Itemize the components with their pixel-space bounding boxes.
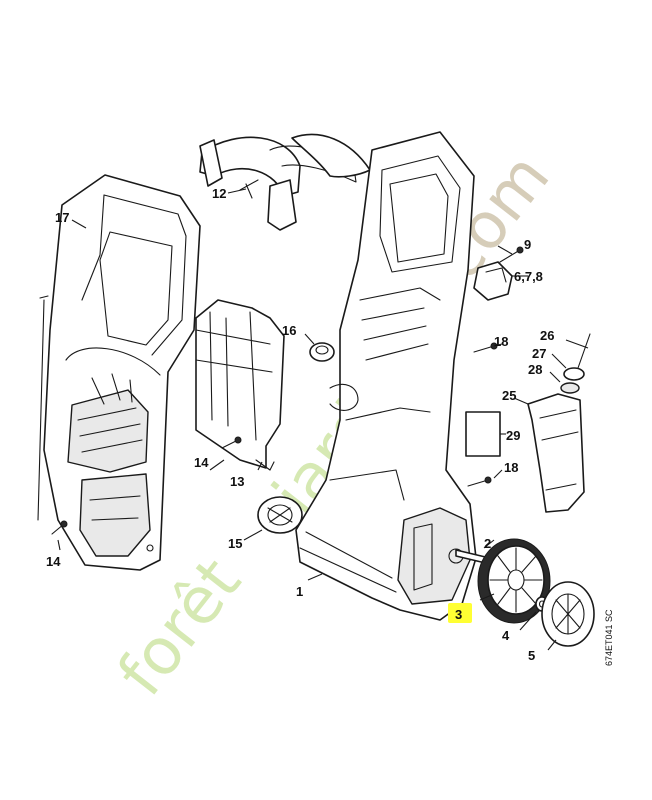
label-18-upper: 18	[494, 334, 508, 349]
part-25-detergent-tank	[513, 393, 585, 513]
label-17: 17	[55, 210, 69, 225]
label-14-left: 14	[46, 554, 61, 569]
part-13-inner-housing	[195, 299, 285, 471]
label-29: 29	[506, 428, 520, 443]
part-16-knob	[304, 333, 335, 362]
label-25: 25	[502, 388, 516, 403]
leader-lines	[57, 219, 528, 601]
part-17-front-cover	[37, 174, 201, 571]
part-14-screw-left	[51, 520, 68, 535]
label-9: 9	[524, 237, 531, 252]
part-15-wheel-small	[257, 496, 303, 534]
label-13: 13	[230, 474, 244, 489]
part-1-main-frame	[295, 131, 477, 621]
part-9-screw	[499, 246, 524, 263]
label-1: 1	[296, 584, 303, 599]
label-18-lower: 18	[504, 460, 518, 475]
label-5: 5	[528, 648, 535, 663]
part-18-screw-lower	[467, 476, 492, 487]
label-4: 4	[502, 628, 510, 643]
part-12-handle-clamp	[199, 133, 371, 231]
label-15: 15	[228, 536, 242, 551]
part-5-hub-cap	[541, 581, 595, 651]
highlight-box-part-3	[448, 603, 472, 623]
label-3: 3	[455, 607, 462, 622]
part-6-7-8-clip	[473, 261, 513, 301]
label-16: 16	[282, 323, 296, 338]
drawing-code: 674ET041 SC	[604, 609, 614, 666]
part-27-cap	[551, 353, 585, 381]
label-6-7-8: 6,7,8	[514, 269, 543, 284]
label-26: 26	[540, 328, 554, 343]
label-27: 27	[532, 346, 546, 361]
part-28-seal	[549, 371, 580, 394]
part-14-screw-mid	[221, 436, 242, 449]
part-26-dipstick	[565, 333, 591, 369]
part-29-label-sheet	[465, 411, 506, 457]
label-28: 28	[528, 362, 542, 377]
label-2: 2	[484, 536, 491, 551]
label-12: 12	[212, 186, 226, 201]
part-labels: 17 12 16 14 13 15 14 1 9 6,7,8 18 26 27 …	[46, 186, 554, 663]
label-14-mid: 14	[194, 455, 209, 470]
watermark-text-foret: forêt	[104, 545, 255, 710]
part-3-wheel	[477, 538, 551, 624]
